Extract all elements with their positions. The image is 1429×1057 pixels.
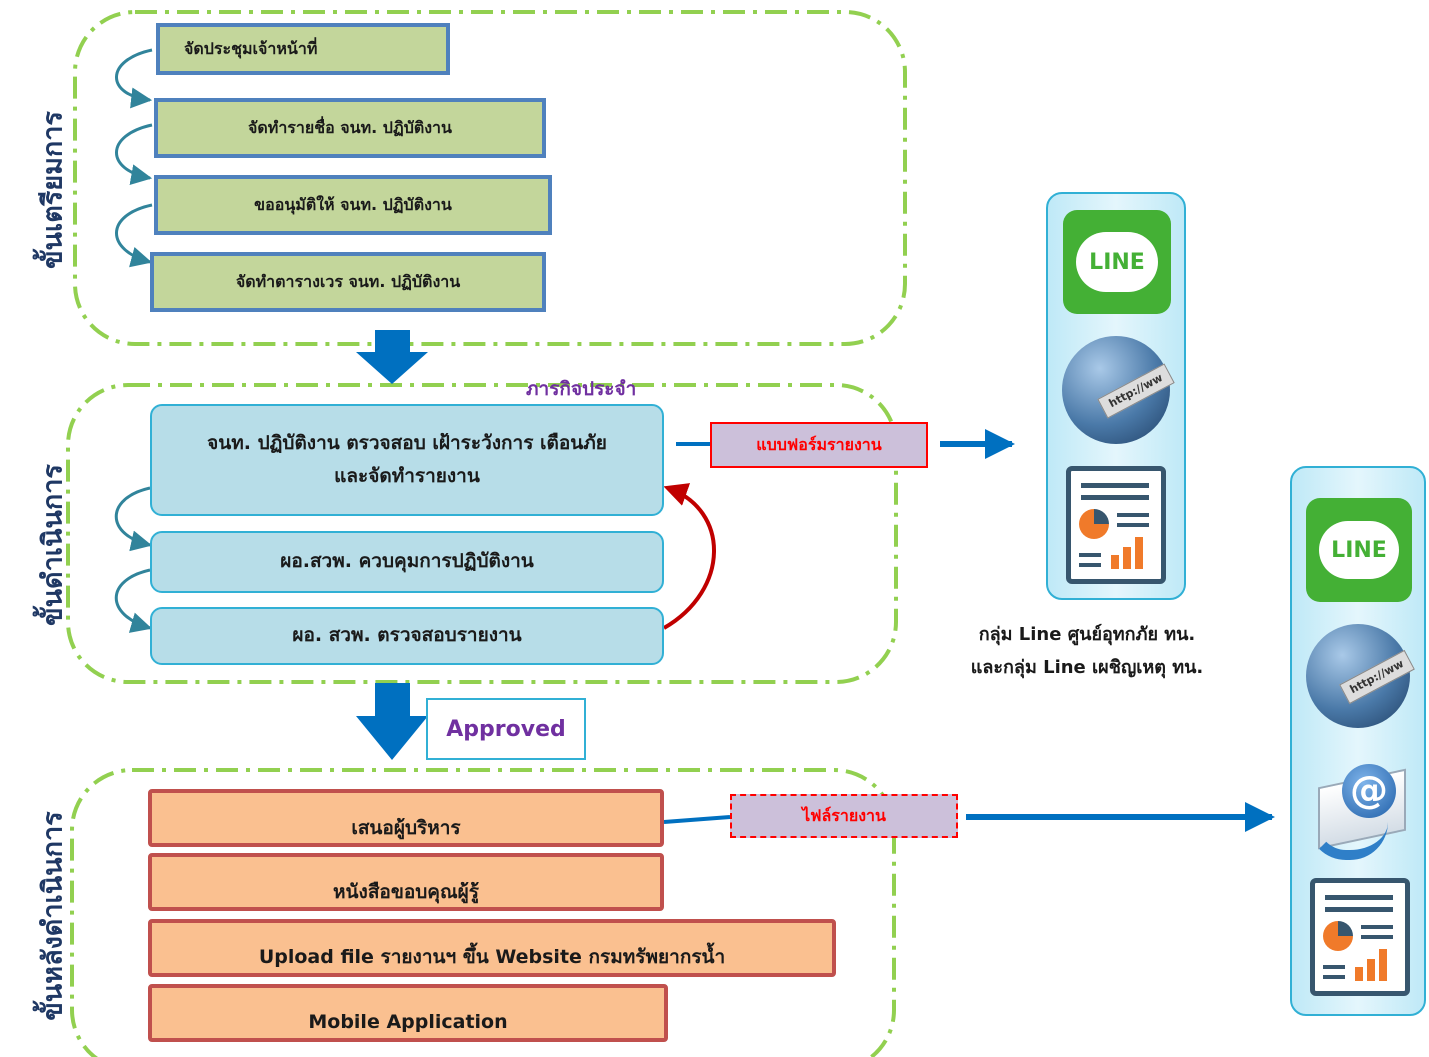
post-step-1: เสนอผู้บริหาร <box>148 789 664 847</box>
line-bubble: LINE <box>1076 232 1158 292</box>
stage-label-post: ขั้นหลังดำเนินการ <box>37 811 69 1021</box>
curve-arrow-5 <box>114 568 153 633</box>
operate-step-1: จนท. ปฏิบัติงาน ตรวจสอบ เฝ้าระวังการ เตื… <box>150 404 664 516</box>
line-app-icon-2: LINE <box>1306 498 1412 602</box>
prepare-step-4: จัดทำตารางเวร จนท. ปฏิบัติงาน <box>150 252 546 312</box>
file-tag: ไฟล์รายงาน <box>730 794 958 838</box>
globe-web-icon: http://ww <box>1062 336 1175 444</box>
post-step-4: Mobile Application <box>148 984 668 1042</box>
down-arrow-2 <box>356 683 428 760</box>
prepare-group-border <box>73 10 907 346</box>
globe-web-icon-2: http://ww <box>1306 624 1415 728</box>
url-bar-2: http://ww <box>1339 649 1415 705</box>
report-document-icon-2 <box>1310 878 1410 996</box>
channel-panel-1: LINE http://ww <box>1046 192 1186 600</box>
prepare-step-1: จัดประชุมเจ้าหน้าที่ <box>156 23 450 75</box>
down-arrow-1 <box>356 330 428 384</box>
channel-panel-2: LINE http://ww @ <box>1290 466 1426 1016</box>
operate-group-border <box>66 383 898 684</box>
approved-label: Approved <box>426 698 586 760</box>
curve-arrow-3 <box>115 203 153 268</box>
operate-step-2: ผอ.สวพ. ควบคุมการปฏิบัติงาน <box>150 531 664 593</box>
curve-arrow-2 <box>115 123 153 186</box>
at-sign: @ <box>1342 764 1396 818</box>
post-step-3: Upload file รายงานฯ ขึ้น Website กรมทรัพ… <box>148 919 836 977</box>
line-groups-caption-1: กลุ่ม Line ศูนย์อุทกภัย ทน. <box>978 624 1196 645</box>
operate-step-3: ผอ. สวพ. ตรวจสอบรายงาน <box>150 607 664 665</box>
prepare-step-3: ขออนุมัติให้ จนท. ปฏิบัติงาน <box>154 175 552 235</box>
routine-label: ภารกิจประจำ <box>526 378 637 400</box>
file-connector-line <box>663 815 731 824</box>
return-arrow <box>663 483 716 630</box>
curve-arrow-1 <box>115 48 153 109</box>
email-icon: @ <box>1308 744 1414 860</box>
post-step-2: หนังสือขอบคุณผู้รู้ <box>148 853 664 911</box>
line-app-icon: LINE <box>1063 210 1171 314</box>
curve-arrow-4 <box>114 486 153 552</box>
post-group-border <box>70 768 896 1057</box>
line-bubble-2: LINE <box>1319 521 1399 579</box>
stage-label-operate: ขั้นดำเนินการ <box>37 464 69 626</box>
url-bar: http://ww <box>1097 363 1175 419</box>
prepare-step-2: จัดทำรายชื่อ จนท. ปฏิบัติงาน <box>154 98 546 158</box>
stage-label-prepare: ขั้นเตรียมการ <box>37 111 69 269</box>
form-tag: แบบฟอร์มรายงาน <box>710 422 928 468</box>
line-groups-caption: กลุ่ม Line ศูนย์อุทกภัย ทน. และกลุ่ม Lin… <box>912 618 1262 685</box>
report-document-icon <box>1066 466 1166 584</box>
line-groups-caption-2: และกลุ่ม Line เผชิญเหตุ ทน. <box>970 657 1204 679</box>
